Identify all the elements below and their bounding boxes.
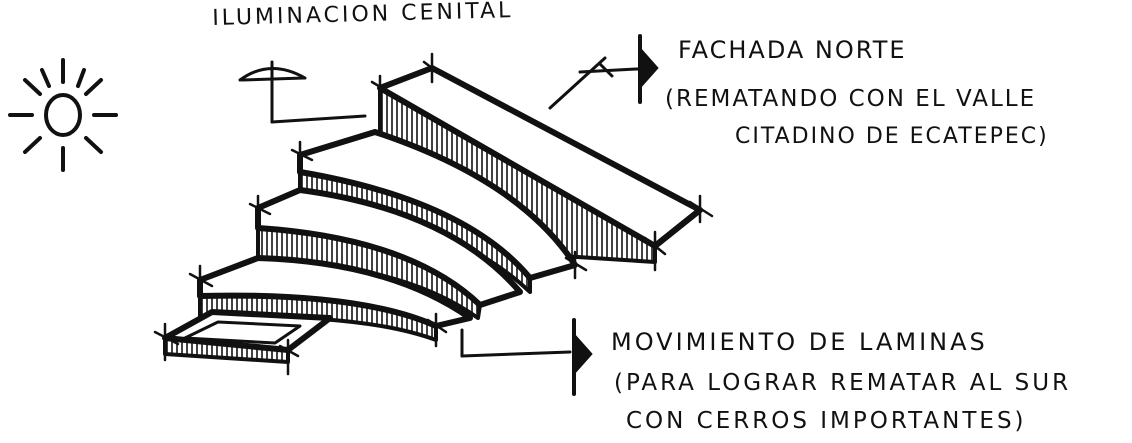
- south-leader: [460, 328, 572, 358]
- roof-plates: [162, 65, 703, 364]
- label-south-note-1: (PARA LOGRAR REMATAR AL SUR: [614, 370, 1072, 396]
- plate-hatched-face: [378, 86, 657, 264]
- arrow-marker-icon: [638, 34, 659, 104]
- umbrella-icon: [238, 60, 367, 124]
- label-sheet-movement: MOVIMIENTO DE LAMINAS: [611, 328, 988, 356]
- sun-icon: [8, 58, 118, 172]
- label-north-facade: FACHADA NORTE: [678, 36, 907, 64]
- arrow-marker-icon-south: [572, 318, 593, 396]
- label-south-note-2: CON CERROS IMPORTANTES): [626, 408, 1027, 434]
- label-north-note-2: CITADINO DE ECATEPEC): [735, 124, 1049, 149]
- label-north-note-1: (REMATANDO CON EL VALLE: [665, 86, 1037, 112]
- construction-marks: [153, 52, 714, 376]
